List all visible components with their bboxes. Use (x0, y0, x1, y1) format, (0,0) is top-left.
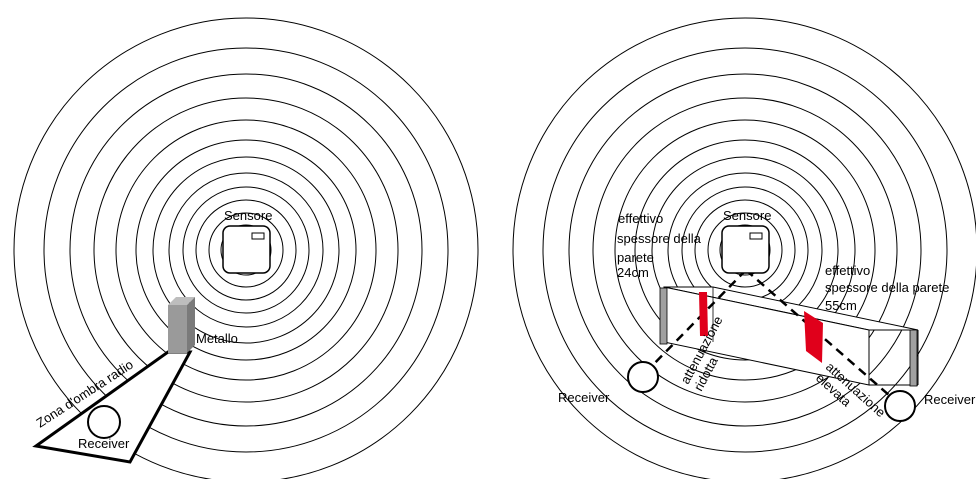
left-wave-ring (195, 199, 297, 301)
left-receiver (87, 405, 121, 439)
right-wave-ring (542, 47, 948, 453)
left-wave-ring (152, 156, 340, 344)
right-wave-ring (614, 119, 876, 381)
left-sensor (222, 225, 271, 274)
left-wave-ring (208, 212, 284, 288)
right-receiver-near (627, 361, 659, 393)
right-wave-ring (707, 212, 783, 288)
right-wave-ring (634, 139, 856, 361)
left-wave-ring (220, 224, 272, 276)
thin-wall-label-line3: parete (617, 250, 654, 265)
signal-path-long (745, 269, 899, 404)
left-wave-ring (43, 47, 449, 453)
thick-wall-label-line2: spessore della parete (825, 280, 949, 295)
high-attenuation-marker (804, 311, 823, 363)
metal-block (168, 297, 195, 353)
right-receiver-far (884, 390, 916, 422)
signal-path-short (642, 269, 747, 376)
left-wave-ring (115, 119, 377, 381)
wall (659, 286, 919, 387)
wall-end-right (909, 329, 918, 387)
thin-wall-label-line1: effettivo (618, 211, 663, 226)
thin-wall-label-line2: spessore della (617, 231, 702, 246)
right-receiver-far-label: Receiver (924, 392, 976, 407)
right-panel: Sensore effettivo spessore della parete … (512, 17, 976, 483)
thin-wall-thickness: 24cm (617, 265, 649, 280)
left-wave-ring (168, 172, 324, 328)
left-wave-rings (13, 17, 479, 483)
left-panel: Sensore Metallo Zona d'ombra radio Recei… (13, 17, 479, 483)
metal-front (168, 305, 187, 353)
right-wave-ring (719, 224, 771, 276)
metal-top (168, 297, 195, 305)
right-sensor (721, 225, 770, 274)
metal-label: Metallo (196, 331, 238, 346)
left-wave-ring (135, 139, 357, 361)
right-wave-ring (592, 97, 898, 403)
right-wave-ring (568, 73, 922, 427)
low-attenuation-marker (699, 292, 708, 336)
left-wave-ring (69, 73, 423, 427)
thick-wall-thickness: 55cm (825, 298, 857, 313)
left-wave-ring (182, 186, 310, 314)
thick-wall-label-line1: effettivo (825, 263, 870, 278)
left-sensor-label: Sensore (224, 208, 272, 223)
left-receiver-label: Receiver (78, 436, 130, 451)
right-receiver-near-label: Receiver (558, 390, 610, 405)
right-sensor-label: Sensore (723, 208, 771, 223)
metal-side (187, 297, 195, 353)
left-wave-ring (93, 97, 399, 403)
wall-end-left (659, 287, 668, 345)
